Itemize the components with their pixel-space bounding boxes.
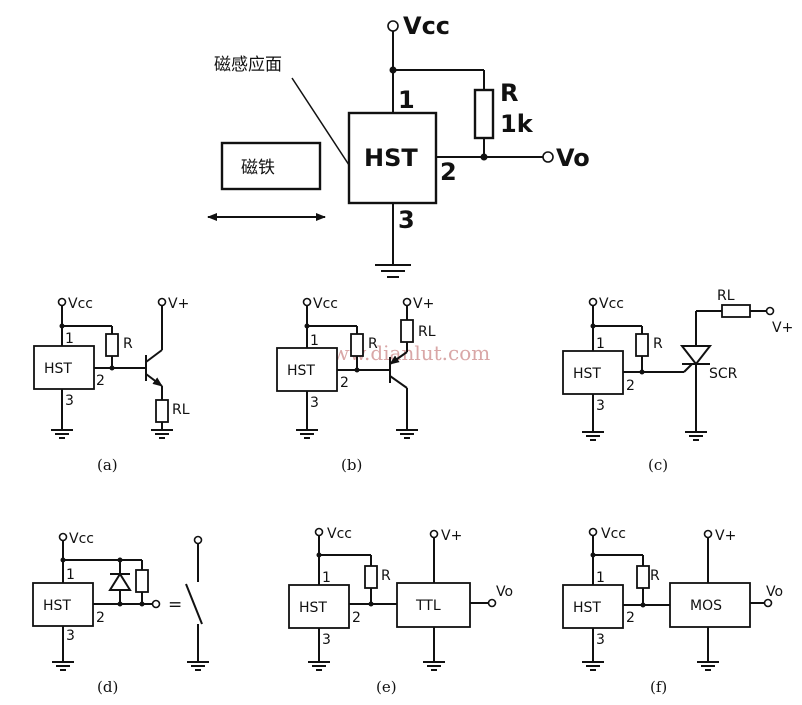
svg-text:V+: V+ <box>715 528 736 544</box>
pin3-label: 3 <box>398 206 415 234</box>
svg-text:3: 3 <box>310 395 319 411</box>
svg-text:Vcc: Vcc <box>69 531 94 547</box>
svg-text:Vo: Vo <box>496 584 513 600</box>
circuit-b: Vcc R HST 1 2 3 V+ RL (b) <box>276 296 436 474</box>
pin2-label: 2 <box>440 158 457 186</box>
svg-text:HST: HST <box>44 361 72 377</box>
svg-text:2: 2 <box>626 610 635 626</box>
svg-text:3: 3 <box>596 632 605 648</box>
caption-c: (c) <box>648 456 668 474</box>
svg-text:=: = <box>168 595 182 615</box>
svg-text:HST: HST <box>573 366 601 382</box>
svg-text:1: 1 <box>65 331 74 347</box>
svg-text:Vcc: Vcc <box>601 526 626 542</box>
circuit-a: Vcc R HST 1 2 3 V+ RL (a) <box>33 296 190 474</box>
svg-text:1: 1 <box>596 336 605 352</box>
magnetic-face-pointer <box>291 77 350 166</box>
hst-e <box>288 584 350 629</box>
circuit-e: Vcc R HST 1 2 3 TTL V+ Vo (e) <box>288 526 513 696</box>
circuit-c: Vcc R HST 1 2 3 SCR RL V+ (c) <box>562 288 793 474</box>
svg-text:Vcc: Vcc <box>68 296 93 312</box>
caption-a: (a) <box>97 456 118 474</box>
svg-text:3: 3 <box>322 632 331 648</box>
hst-label: HST <box>364 144 418 172</box>
svg-text:2: 2 <box>96 373 105 389</box>
switch-blade <box>185 583 203 625</box>
svg-text:V+: V+ <box>413 296 434 312</box>
vcc-terminal <box>387 20 399 32</box>
pin1-label: 1 <box>398 86 415 114</box>
circuit-d: Vcc HST 1 2 3 = (d) <box>32 531 209 696</box>
caption-e: (e) <box>376 678 397 696</box>
main-circuit: Vcc R 1k HST 1 2 3 Vo 磁感应面 磁铁 <box>207 12 590 278</box>
svg-text:1: 1 <box>310 333 319 349</box>
svg-text:R: R <box>381 568 391 584</box>
magnetic-face-label: 磁感应面 <box>214 55 282 75</box>
svg-text:3: 3 <box>66 628 75 644</box>
magnet-label: 磁铁 <box>241 158 275 178</box>
svg-text:R: R <box>653 336 663 352</box>
svg-text:HST: HST <box>287 363 315 379</box>
svg-text:HST: HST <box>299 600 327 616</box>
svg-text:2: 2 <box>96 610 105 626</box>
resistor-name: R <box>500 79 518 107</box>
vcc-label: Vcc <box>403 12 450 40</box>
caption-f: (f) <box>650 678 667 696</box>
svg-text:3: 3 <box>65 393 74 409</box>
output-label: Vo <box>556 144 590 172</box>
svg-text:1: 1 <box>596 570 605 586</box>
svg-text:RL: RL <box>172 402 190 418</box>
hst-d <box>32 582 94 627</box>
svg-text:R: R <box>650 568 660 584</box>
output-terminal <box>542 151 554 163</box>
svg-text:2: 2 <box>352 610 361 626</box>
svg-text:1: 1 <box>322 570 331 586</box>
ttl-block <box>396 582 471 628</box>
svg-text:HST: HST <box>43 598 71 614</box>
svg-text:1: 1 <box>66 567 75 583</box>
circuit-f: Vcc R HST 1 2 3 MOS V+ Vo (f) <box>562 526 783 696</box>
svg-text:Vcc: Vcc <box>327 526 352 542</box>
svg-text:V+: V+ <box>168 296 189 312</box>
svg-text:Vcc: Vcc <box>313 296 338 312</box>
caption-b: (b) <box>341 456 362 474</box>
svg-text:V+: V+ <box>772 320 793 336</box>
svg-text:MOS: MOS <box>690 598 722 614</box>
svg-text:R: R <box>368 336 378 352</box>
watermark: www.dianlut.com <box>315 341 490 365</box>
magnet-block <box>220 141 322 191</box>
mos-block <box>669 582 751 628</box>
svg-text:Vcc: Vcc <box>599 296 624 312</box>
svg-text:SCR: SCR <box>709 366 738 382</box>
svg-text:RL: RL <box>418 324 436 340</box>
svg-text:V+: V+ <box>441 528 462 544</box>
svg-text:Vo: Vo <box>766 584 783 600</box>
svg-text:TTL: TTL <box>415 598 441 614</box>
resistor-value: 1k <box>500 110 534 138</box>
hst-b <box>276 347 338 392</box>
svg-text:RL: RL <box>717 288 735 304</box>
svg-text:2: 2 <box>340 375 349 391</box>
svg-text:2: 2 <box>626 378 635 394</box>
caption-d: (d) <box>97 678 118 696</box>
scr-symbol <box>679 311 713 432</box>
svg-text:R: R <box>123 336 133 352</box>
svg-text:3: 3 <box>596 398 605 414</box>
ground-symbol <box>375 264 411 278</box>
svg-text:HST: HST <box>573 600 601 616</box>
pullup-resistor <box>473 88 495 140</box>
